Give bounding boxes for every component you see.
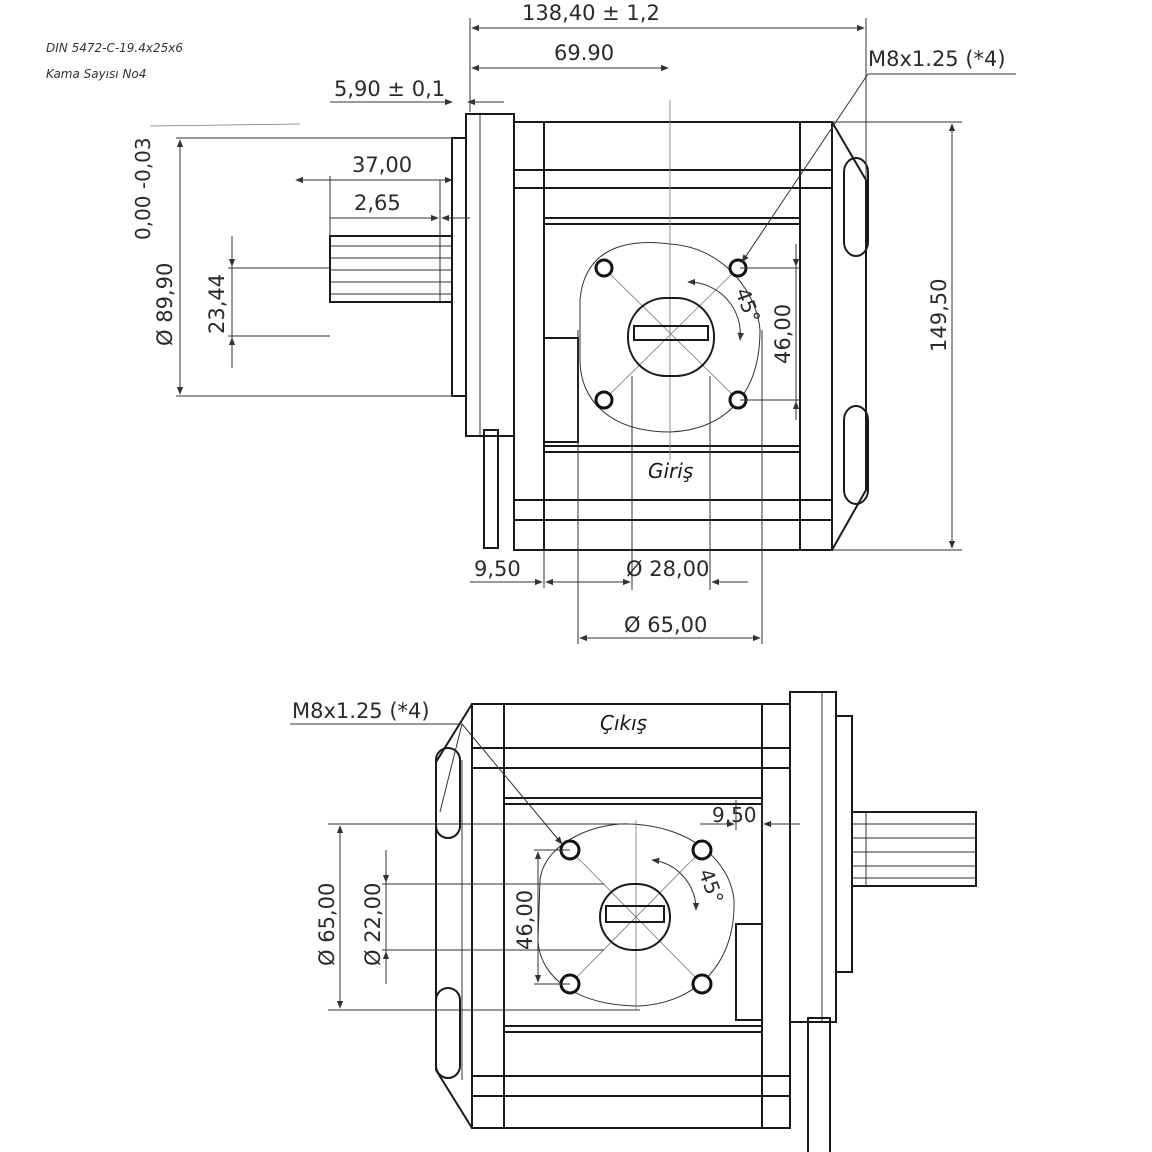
bottom-port-label: Çıkış bbox=[600, 711, 647, 735]
top-view: 45° Giriş 138,40 ± 1,2 69.90 M8x1.25 (*4… bbox=[131, 1, 1016, 644]
top-shaft bbox=[329, 235, 453, 303]
bottom-angle-label: 45° bbox=[694, 866, 729, 908]
top-dimensions: 138,40 ± 1,2 69.90 M8x1.25 (*4) 5,90 ± 0… bbox=[131, 1, 1016, 644]
dim-port-center: 69.90 bbox=[554, 41, 614, 65]
dim-offset: 9,50 bbox=[474, 557, 521, 581]
bottom-shaft bbox=[851, 811, 977, 887]
bottom-dimensions: M8x1.25 (*4) 9,50 Ø 65,00 Ø 22,00 bbox=[290, 699, 800, 1011]
bottom-view: 45° Çıkış M8x1.25 (*4) 9,50 Ø 65,00 bbox=[290, 691, 977, 1152]
dim-height: 149,50 bbox=[927, 279, 951, 352]
bottom-dim-port-diameter: Ø 22,00 bbox=[361, 883, 385, 966]
top-angle-label: 45° bbox=[731, 285, 766, 327]
top-body bbox=[513, 121, 869, 551]
dim-pilot-diameter: Ø 89,90 bbox=[153, 263, 177, 346]
top-port-face: 45° Giriş bbox=[579, 100, 766, 483]
bottom-dim-bolt-spacing: 46,00 bbox=[513, 890, 537, 950]
dim-bolt-spacing: 46,00 bbox=[771, 304, 795, 364]
bottom-bolt-hole-2 bbox=[691, 839, 713, 861]
stray-line bbox=[149, 123, 301, 127]
dim-pilot-tolerance: 0,00 -0,03 bbox=[131, 137, 155, 240]
dim-flange-thickness: 5,90 ± 0,1 bbox=[334, 77, 445, 101]
dim-shaft-length: 37,00 bbox=[352, 153, 412, 177]
top-thread-callout: M8x1.25 (*4) bbox=[868, 47, 1006, 71]
bolt-hole-3 bbox=[594, 390, 614, 410]
dim-shaft-step: 2,65 bbox=[354, 191, 401, 215]
bottom-dim-bolt-circle: Ø 65,00 bbox=[315, 883, 339, 966]
bottom-thread-callout: M8x1.25 (*4) bbox=[292, 699, 430, 723]
dim-port-diameter: Ø 28,00 bbox=[626, 557, 709, 581]
bolt-hole-1 bbox=[594, 258, 614, 278]
dim-overall-length: 138,40 ± 1,2 bbox=[522, 1, 660, 25]
top-port-label: Giriş bbox=[648, 459, 693, 483]
bottom-bolt-hole-4 bbox=[691, 973, 713, 995]
dim-spline-width: 23,44 bbox=[205, 274, 229, 334]
bottom-body bbox=[435, 703, 791, 1129]
top-flange bbox=[451, 113, 515, 549]
bottom-flange bbox=[789, 691, 853, 1152]
bottom-port-face: 45° Çıkış bbox=[537, 711, 735, 1010]
dim-bolt-circle: Ø 65,00 bbox=[624, 613, 707, 637]
key-count-note: Kama Sayısı No4 bbox=[46, 67, 146, 81]
spline-standard-note: DIN 5472-C-19.4x25x6 bbox=[46, 41, 183, 55]
bottom-dim-offset: 9,50 bbox=[712, 803, 757, 827]
